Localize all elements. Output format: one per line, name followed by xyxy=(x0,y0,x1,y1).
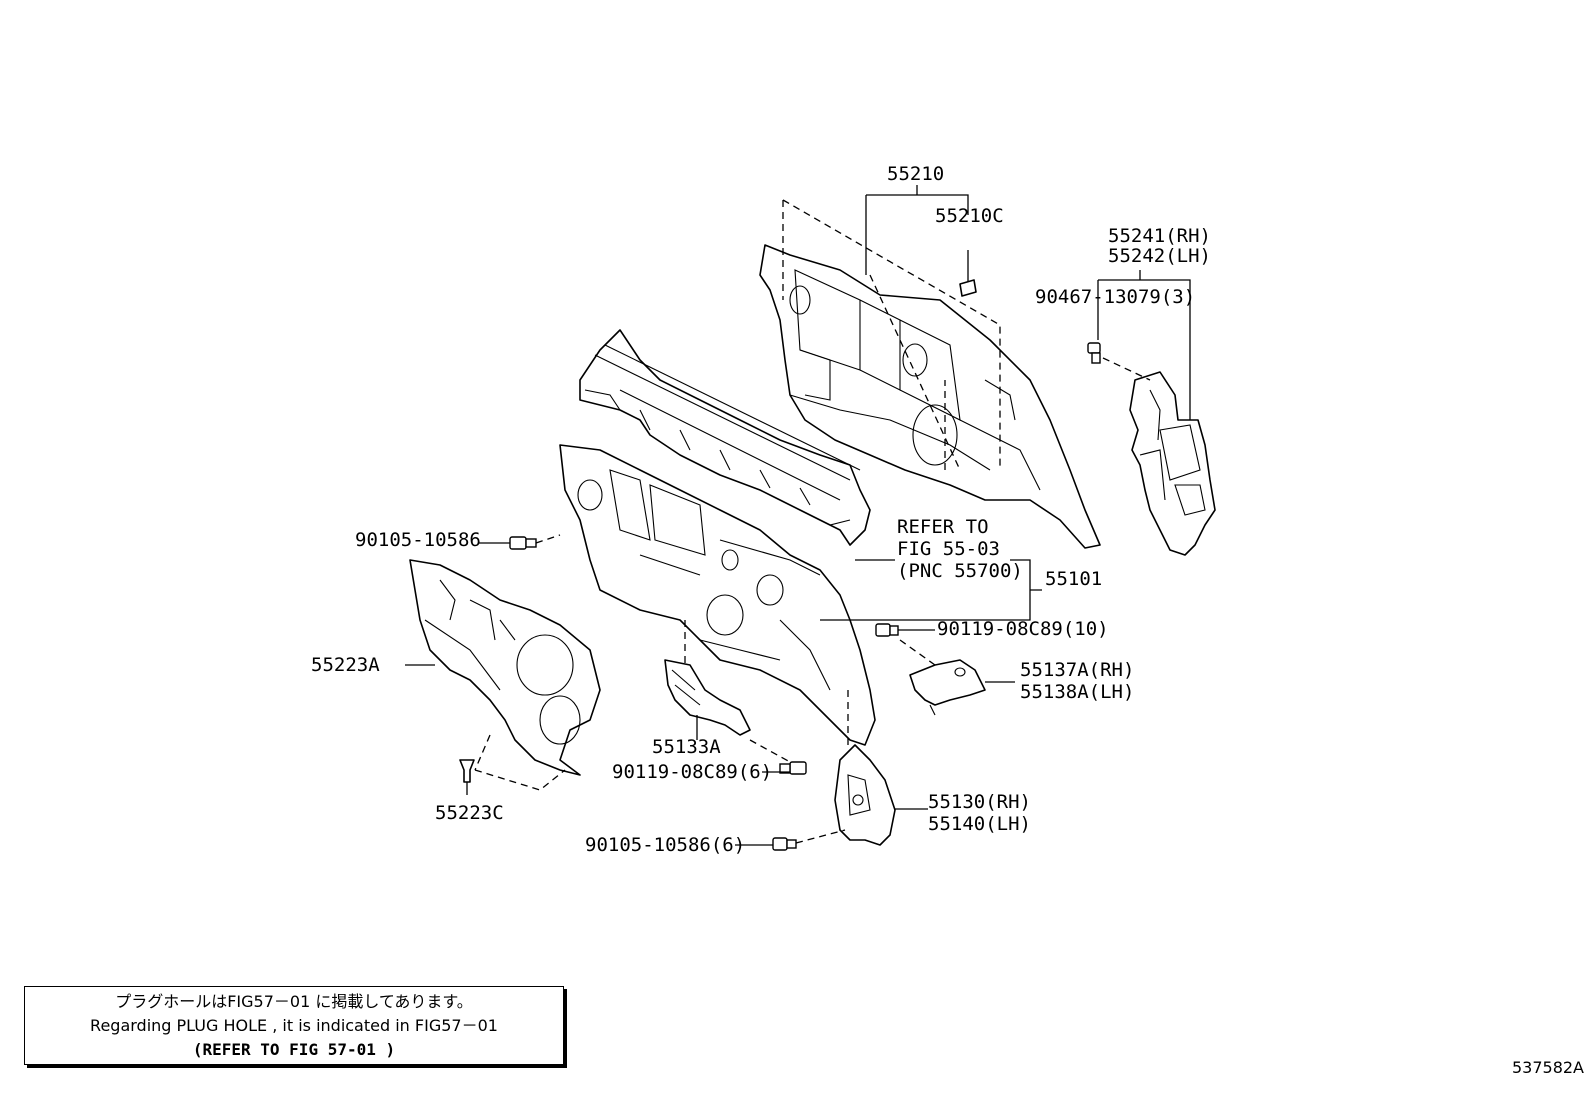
figure-id: 537582A xyxy=(1511,1058,1584,1077)
label-90119-08C89-10: 90119-08C89(10) xyxy=(937,618,1109,640)
bolt-90119-08C89-10 xyxy=(875,623,899,637)
label-90467: 90467-13079(3) xyxy=(1035,286,1195,308)
clip-55210C xyxy=(959,250,977,297)
plug-hole-note: プラグホールはFIG57－01 に掲載してあります。 Regarding PLU… xyxy=(24,986,564,1065)
clip-55223C xyxy=(459,759,475,783)
cowl-panel-55700 xyxy=(579,329,871,546)
bolt-90119-08C89-6 xyxy=(779,761,807,775)
label-90119-08C89-6: 90119-08C89(6) xyxy=(612,761,772,783)
note-line-japanese: プラグホールはFIG57－01 に掲載してあります。 xyxy=(115,992,473,1011)
bracket-55133A xyxy=(664,659,751,736)
bolt-90467-13079 xyxy=(1087,342,1101,364)
label-refer-2: FIG 55-03 xyxy=(897,538,1000,560)
label-55223A: 55223A xyxy=(311,654,380,676)
label-55210C: 55210C xyxy=(935,205,1004,227)
label-55241: 55241(RH) xyxy=(1108,225,1211,247)
bolt-90105-10586-a xyxy=(509,536,537,550)
label-55138A: 55138A(LH) xyxy=(1020,681,1134,703)
label-refer-3: (PNC 55700) xyxy=(897,560,1023,582)
brace-55130-55140 xyxy=(834,744,896,846)
label-55130: 55130(RH) xyxy=(928,791,1031,813)
dash-panel-55101 xyxy=(559,444,876,746)
label-55210: 55210 xyxy=(887,163,944,185)
label-55223C: 55223C xyxy=(435,802,504,824)
label-90105-10586: 90105-10586 xyxy=(355,529,481,551)
label-55242: 55242(LH) xyxy=(1108,245,1211,267)
dash-insulator-55210 xyxy=(759,244,1101,549)
label-55140: 55140(LH) xyxy=(928,813,1031,835)
bracket-55137A-55138A xyxy=(909,659,986,716)
label-refer-1: REFER TO xyxy=(897,516,989,538)
label-55101: 55101 xyxy=(1045,568,1102,590)
label-90105-10586-6: 90105-10586(6) xyxy=(585,834,745,856)
label-55137A: 55137A(RH) xyxy=(1020,659,1134,681)
insulator-55223A xyxy=(409,559,601,776)
bolt-90105-10586-6 xyxy=(772,837,797,851)
note-line-refer: (REFER TO FIG 57-01 ) xyxy=(192,1040,396,1059)
label-55133A: 55133A xyxy=(652,736,721,758)
side-panel-55241-55242 xyxy=(1129,371,1216,556)
note-line-english: Regarding PLUG HOLE , it is indicated in… xyxy=(90,1016,498,1035)
